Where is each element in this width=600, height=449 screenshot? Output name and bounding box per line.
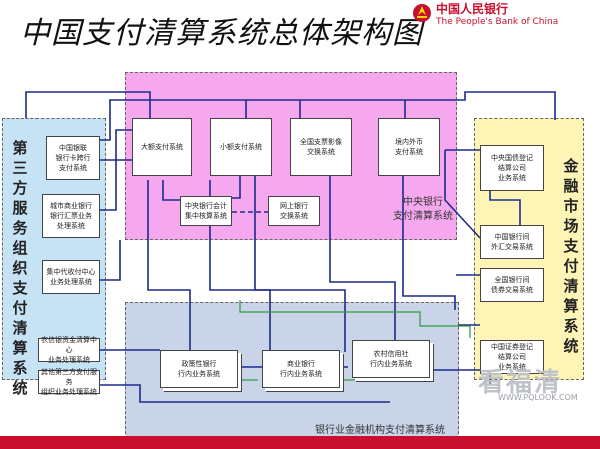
ccpc-box: 中央银行会计 集中核算系统 xyxy=(180,196,232,226)
pboc-emblem-icon xyxy=(413,4,431,22)
page-title: 中国支付清算系统总体架构图 xyxy=(20,16,423,51)
financial-market-label: 金融市场支付清算系统 xyxy=(563,157,579,355)
logo-cn: 中国人民银行 xyxy=(436,1,509,16)
cfets-bond-box: 全国银行间 债券交易系统 xyxy=(480,268,544,302)
cis-box: 全国支票影像 交换系统 xyxy=(290,118,352,176)
watermark-text: 看福清 xyxy=(478,368,563,398)
beps-box: 小额支付系统 xyxy=(210,118,272,176)
unionpay-box: 中国银联 银行卡跨行 支付系统 xyxy=(46,136,100,180)
ibps-box: 网上银行 交换系统 xyxy=(268,196,320,226)
other-third-party-box: 其他第三方支付服务 组织业务处理系统 xyxy=(38,368,100,396)
central-bank-label: 中央银行 支付清算系统 xyxy=(393,197,453,222)
fx-payment-box: 境内外币 支付系统 xyxy=(378,118,440,176)
third-party-region xyxy=(2,118,38,380)
watermark-url: WWW.PQLOOK.COM xyxy=(498,393,578,402)
pboc-logo: 中国人民银行 The People's Bank of China xyxy=(412,1,598,27)
ccdc-box: 中央国债登记 结算公司 业务系统 xyxy=(480,145,544,191)
cfets-fx-box: 中国银行间 外汇交易系统 xyxy=(480,225,544,259)
policy-bank-box: 政策性银行 行内业务系统 xyxy=(160,350,238,388)
footer-bar xyxy=(0,436,600,449)
city-bank-box: 城市商业银行 银行汇票业务 处理系统 xyxy=(42,194,100,238)
third-party-label: 第三方服务组织支付清算系统 xyxy=(12,139,28,397)
rural-credit-coop-box: 农村信用社 行内业务系统 xyxy=(352,340,430,378)
hvps-box: 大额支付系统 xyxy=(132,118,192,176)
rural-credit-fund-box: 农信银资金清算中心 业务处理系统 xyxy=(38,336,100,364)
commercial-bank-box: 商业银行 行内业务系统 xyxy=(262,350,340,388)
rural-center-box: 集中代收付中心 业务处理系统 xyxy=(42,260,100,294)
bank-institution-label: 银行业金融机构支付清算系统 xyxy=(315,425,445,436)
logo-en: The People's Bank of China xyxy=(436,16,559,27)
csdc-box: 中国证券登记 结算公司 业务系统 xyxy=(480,340,544,374)
